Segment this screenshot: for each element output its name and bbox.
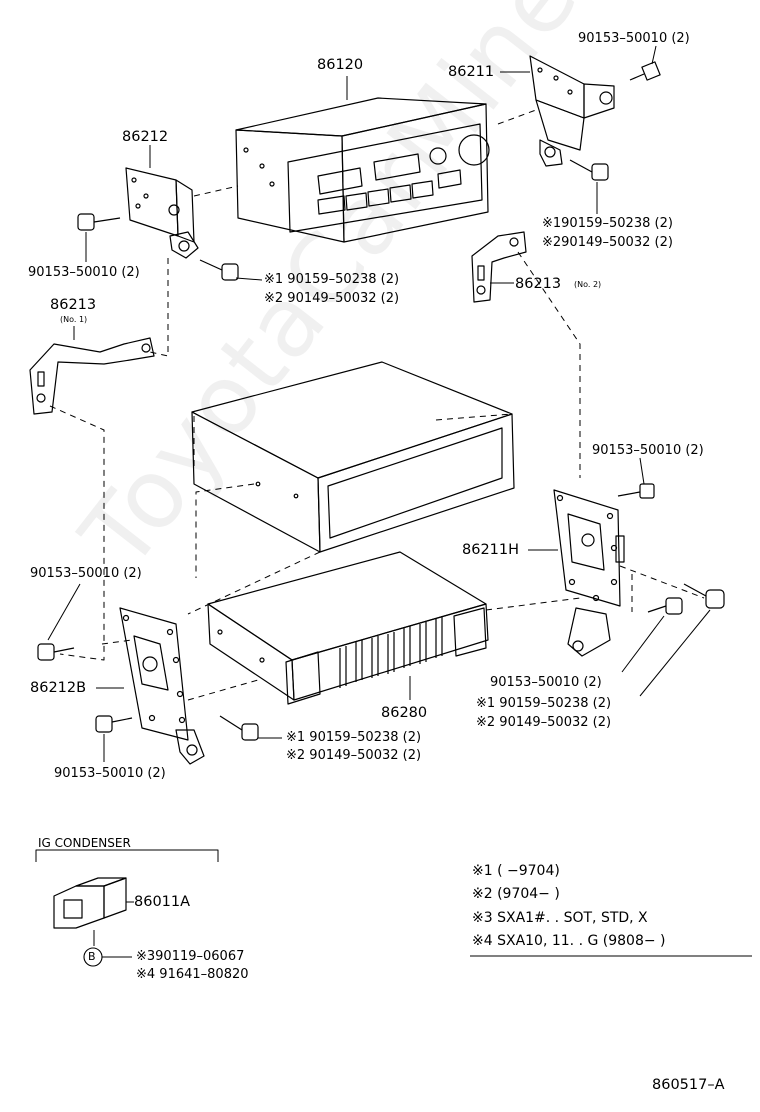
bolt-label-left-top: 90153–50010 (2) (28, 265, 140, 280)
bracket-86211H (553, 489, 625, 657)
legend-line-2: ※2 (9704− ) (472, 886, 560, 902)
screw-label-2-upper-left: ※2 90149–50032 (2) (264, 291, 400, 306)
legend-line-3: ※3 SXA1#. . SOT, STD, X (472, 910, 648, 926)
screw-label-1-lower-mid: ※1 90159–50238 (2) (286, 730, 422, 745)
bracket-86211 (529, 55, 615, 167)
bolt-label-left-bottom: 90153–50010 (2) (54, 766, 166, 781)
ig-condenser-title: IG CONDENSER (38, 836, 131, 850)
cond-label-3: ※390119–06067 (136, 949, 245, 964)
bolt-label-top-right: 90153–50010 (2) (578, 31, 690, 46)
dashed-assembly-lines (49, 109, 705, 701)
no1-note: (No. 1) (60, 315, 88, 324)
diagram-id: 860517–A (652, 1077, 725, 1093)
bolt-label-left-mid: 90153–50010 (2) (30, 566, 142, 581)
screw-label-1-upper-right: ※190159–50238 (2) (542, 216, 673, 231)
bracket-86212B (119, 607, 205, 765)
cond-label-4: ※4 91641–80820 (136, 967, 249, 982)
screw-label-1-upper-left: ※1 90159–50238 (2) (264, 272, 400, 287)
part-label-86211H: 86211H (462, 542, 520, 558)
no2-note: (No. 2) (574, 280, 602, 289)
bolt-label-right-mid: 90153–50010 (2) (592, 443, 704, 458)
screw-label-2-lower-right: ※2 90149–50032 (2) (476, 715, 612, 730)
screw-label-2-upper-right: ※290149–50032 (2) (542, 235, 673, 250)
part-label-86212B: 86212B (30, 680, 87, 696)
part-label-86280: 86280 (381, 705, 428, 721)
circle-b-marker: B (88, 950, 96, 963)
stay-86213-no2 (471, 231, 527, 303)
leader-lines (47, 45, 711, 762)
part-label-86211: 86211 (448, 64, 495, 80)
radio-head-unit-86120 (235, 97, 490, 243)
part-label-86212: 86212 (122, 129, 169, 145)
part-label-86011A: 86011A (134, 894, 191, 910)
legend-line-1: ※1 ( −9704) (472, 863, 560, 879)
amplifier-86280 (207, 551, 489, 705)
bracket-86212 (125, 167, 199, 259)
screw-label-2-lower-mid: ※2 90149–50032 (2) (286, 748, 422, 763)
part-label-86120: 86120 (317, 57, 364, 73)
bolts (37, 61, 725, 741)
bolt-label-right-lower: 90153–50010 (2) (490, 675, 602, 690)
ig-condenser-section (35, 849, 219, 967)
screw-label-1-lower-right: ※1 90159–50238 (2) (476, 696, 612, 711)
part-label-86213-no2: 86213 (515, 276, 562, 292)
part-label-86213-no1: 86213 (50, 297, 97, 313)
stay-86213-no1 (29, 337, 155, 415)
radio-sleeve (191, 361, 515, 553)
legend-line-4: ※4 SXA10, 11. . G (9808− ) (472, 933, 666, 949)
